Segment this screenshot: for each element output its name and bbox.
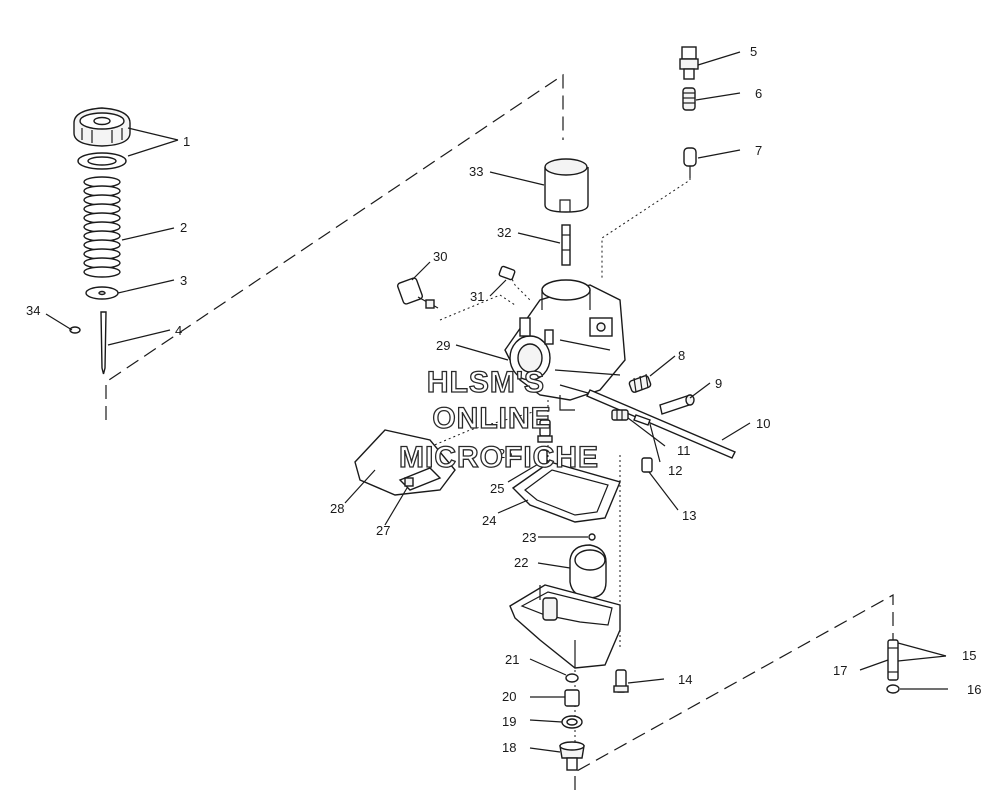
watermark-line-1: HLSM'S — [427, 366, 545, 399]
callout-9: 9 — [715, 376, 722, 391]
callout-5: 5 — [750, 44, 757, 59]
part-4-needle — [100, 311, 107, 375]
callout-26: 26 — [498, 446, 512, 461]
callout-30: 30 — [433, 249, 447, 264]
callout-34: 34 — [26, 303, 40, 318]
part-31-pin — [498, 265, 516, 281]
part-11-spring — [611, 409, 629, 421]
callout-1: 1 — [183, 134, 190, 149]
leader-lines — [45, 51, 948, 753]
part-2-spring — [83, 176, 121, 278]
callout-11: 11 — [677, 443, 691, 458]
callout-19: 19 — [502, 714, 516, 729]
watermark-line-3: MICROFICHE — [399, 441, 599, 474]
part-30-plunger — [396, 277, 439, 309]
part-17-pin — [887, 639, 899, 681]
callout-6: 6 — [755, 86, 762, 101]
callout-16: 16 — [967, 682, 981, 697]
part-3-retainer — [85, 286, 119, 300]
part-32-needle-jet — [561, 224, 571, 266]
part-18-plug — [559, 741, 585, 771]
callout-3: 3 — [180, 273, 187, 288]
part-8-spring — [628, 373, 652, 393]
callout-18: 18 — [502, 740, 516, 755]
callout-13: 13 — [682, 508, 696, 523]
callout-31: 31 — [470, 289, 484, 304]
part-5-fitting — [679, 46, 699, 80]
callout-14: 14 — [678, 672, 692, 687]
callout-numbers: 1 2 3 4 5 6 7 8 9 10 11 12 13 14 15 16 1… — [26, 44, 981, 755]
part-9-adjuster — [659, 394, 695, 415]
callout-23: 23 — [522, 530, 536, 545]
assembly-guide-lines — [105, 73, 894, 790]
float-bowl — [509, 584, 621, 669]
part-13-jet — [641, 457, 653, 473]
callout-27: 27 — [376, 523, 390, 538]
callout-12: 12 — [668, 463, 682, 478]
callout-33: 33 — [469, 164, 483, 179]
part-6-spring — [682, 87, 696, 111]
callout-7: 7 — [755, 143, 762, 158]
part-22-float — [569, 544, 607, 599]
part-14-screw — [613, 669, 629, 693]
callout-2: 2 — [180, 220, 187, 235]
part-7-plunger — [683, 147, 697, 178]
callout-24: 24 — [482, 513, 496, 528]
callout-21: 21 — [505, 652, 519, 667]
callout-10: 10 — [756, 416, 770, 431]
part-10-rod — [586, 389, 736, 459]
watermark-line-2: ONLINE — [432, 402, 551, 435]
part-25-main-jet — [534, 449, 548, 465]
callout-29: 29 — [436, 338, 450, 353]
part-12-screw — [633, 414, 651, 426]
part-23-pin — [588, 533, 596, 541]
part-33-slide — [544, 158, 589, 213]
part-24-gasket — [511, 461, 621, 523]
callout-17: 17 — [833, 663, 847, 678]
part-27-float-arm — [398, 467, 442, 491]
callout-28: 28 — [330, 501, 344, 516]
callout-15: 15 — [962, 648, 976, 663]
watermark: HLSM'S ONLINE MICROFICHE — [398, 365, 599, 474]
callout-4: 4 — [175, 323, 182, 338]
callout-8: 8 — [678, 348, 685, 363]
part-34-clip — [69, 326, 81, 334]
carburetor-body — [504, 279, 626, 411]
part-26-jet — [537, 419, 553, 443]
callout-32: 32 — [497, 225, 511, 240]
callout-20: 20 — [502, 689, 516, 704]
callout-22: 22 — [514, 555, 528, 570]
part-16-washer — [886, 684, 900, 694]
part-21-washer — [565, 673, 579, 683]
callout-25: 25 — [490, 481, 504, 496]
part-20-screw — [564, 689, 580, 707]
part-1-cap — [73, 107, 131, 170]
part-19-oring — [561, 715, 583, 729]
